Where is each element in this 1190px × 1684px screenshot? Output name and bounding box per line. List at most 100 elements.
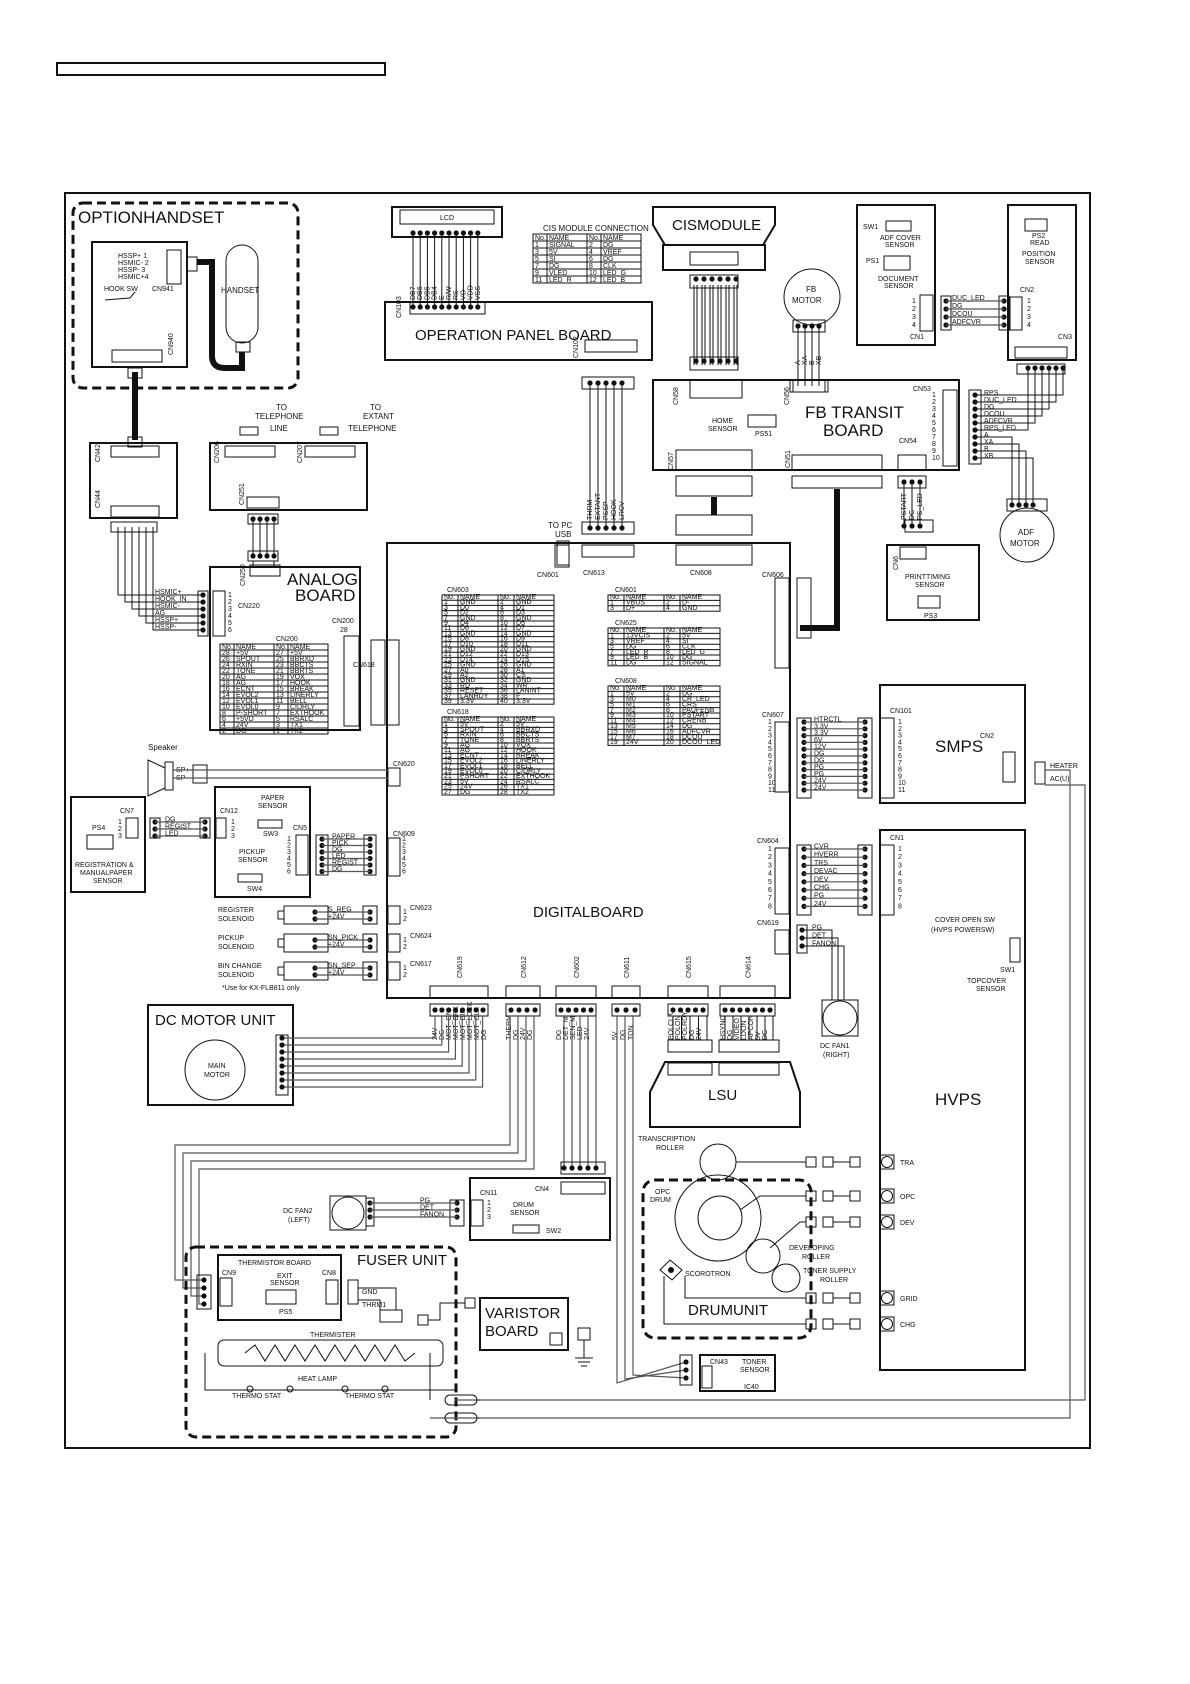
- pin-dot: [439, 1007, 445, 1013]
- label: CN58: [673, 387, 680, 405]
- connector-mate: [429, 1003, 489, 1017]
- label: DRUM: [513, 1202, 534, 1209]
- cis-wires: [693, 276, 739, 365]
- table-cell: 13: [610, 723, 618, 730]
- pin-number: 1: [403, 909, 407, 916]
- pin-dot: [759, 1007, 766, 1013]
- hook-sw-label: HOOK SW: [104, 286, 138, 293]
- wire: [975, 368, 1064, 396]
- table-cell: 5: [610, 643, 614, 650]
- label: SCOROTRON: [685, 1271, 731, 1278]
- table-cell: 31: [444, 677, 452, 684]
- table-cell: No.: [589, 235, 600, 242]
- table-cell: CLK: [682, 643, 696, 650]
- label: (RIGHT): [823, 1052, 849, 1059]
- signal-label: DG: [689, 1030, 696, 1041]
- wire: [624, 1016, 687, 1380]
- table-cell: 5V: [460, 721, 469, 728]
- table-cell: D13: [516, 651, 529, 658]
- connector-housing: [505, 985, 541, 999]
- table-cell: 24V: [460, 784, 473, 791]
- table-cell: 6: [500, 610, 504, 617]
- label: CN56: [784, 387, 791, 405]
- signal-label: 24V: [520, 1027, 527, 1040]
- pin-dot: [1016, 502, 1022, 508]
- table-cell: 8: [500, 615, 504, 622]
- wire: [684, 1276, 806, 1299]
- pin-dot: [446, 1007, 452, 1013]
- table-cell: EVOL1: [236, 698, 259, 705]
- table-cell: CIDRLY: [290, 704, 315, 711]
- label: THRM1: [362, 1302, 386, 1309]
- label: EXIT: [277, 1273, 293, 1280]
- table-cell: NAME: [603, 235, 624, 242]
- table-cell: 11: [276, 698, 283, 705]
- pin-dot: [588, 1007, 594, 1013]
- hvps-terminal: [879, 1214, 895, 1230]
- option-handset-block: OPTIONHANDSET HSSP+ 1 HSMIC- 2 HSSP- 3 H…: [71, 201, 300, 390]
- label: ADF: [1018, 528, 1034, 537]
- table-cell: 11: [535, 277, 542, 284]
- pin-number: 5: [402, 862, 406, 869]
- label: HOME: [712, 418, 733, 425]
- table-cell: No.: [610, 627, 621, 634]
- wire-label: RPS: [984, 390, 999, 397]
- hvps-output-label: CHG: [900, 1322, 916, 1329]
- table-cell: 20: [500, 646, 508, 653]
- table-cell: No.: [222, 644, 233, 651]
- cn206-label: CN206: [214, 441, 221, 463]
- wire-label: RPS_LED: [984, 425, 1016, 432]
- table-cell: GND: [460, 630, 476, 637]
- pin-number: 1: [287, 836, 291, 843]
- pin-number: 1: [898, 846, 902, 853]
- pin-number: 5: [768, 879, 772, 886]
- cn207-label: CN207: [297, 441, 304, 463]
- label: THERMISTOR BOARD: [238, 1260, 311, 1267]
- table-cell: 38: [500, 693, 508, 700]
- table-cell: 27: [276, 650, 284, 657]
- table-cell: VREF: [603, 249, 622, 256]
- pin-label: HSMIC- 2: [118, 260, 149, 267]
- wire: [663, 1276, 806, 1325]
- table-cell: 5: [444, 732, 448, 739]
- wire-label: DG: [814, 757, 825, 764]
- table-cell: 16: [500, 636, 508, 643]
- table-cell: 4: [666, 638, 670, 645]
- varistor-title: VARISTOR: [485, 1305, 560, 1322]
- table-cell: D7: [516, 625, 525, 632]
- connector-mate: [611, 1003, 641, 1017]
- pin-dot: [709, 358, 715, 364]
- wire-label: DET: [812, 933, 827, 940]
- pin-number: 2: [932, 399, 936, 406]
- pin-number: 3: [228, 606, 232, 613]
- cn42-cn44-board: CN42 CN44: [89, 442, 178, 533]
- label: MAIN: [208, 1063, 226, 1070]
- pin-dot: [709, 276, 715, 282]
- table-cell: 19: [444, 768, 452, 775]
- table-cell: VOX: [516, 742, 531, 749]
- table-cell: 3: [610, 605, 614, 612]
- wire: [769, 1221, 806, 1249]
- pin-number: 4: [898, 739, 902, 746]
- signal-label: MOT_BRK: [453, 1006, 460, 1040]
- bottom-wires: [174, 1016, 689, 1384]
- wire: [282, 1016, 477, 1081]
- table-cell: 8: [666, 707, 670, 714]
- table-cell: 28: [222, 650, 230, 657]
- table-cell: 11: [610, 718, 617, 725]
- table-cell: D8: [460, 636, 469, 643]
- drum-sensor: CN11 CN4 DRUM SENSOR SW2: [469, 1161, 611, 1241]
- connector-label: CN619: [457, 956, 464, 978]
- table-cell: D+: [626, 605, 635, 612]
- table-cell: GND: [516, 630, 532, 637]
- connector-housing: [429, 985, 489, 999]
- table-cell: M2: [626, 707, 636, 714]
- label: CN609: [393, 831, 415, 838]
- wire-label: HSSP+: [155, 617, 178, 624]
- wire: [975, 457, 1034, 505]
- cn102-label: CN102: [573, 336, 580, 358]
- table-cell: 1: [610, 633, 614, 640]
